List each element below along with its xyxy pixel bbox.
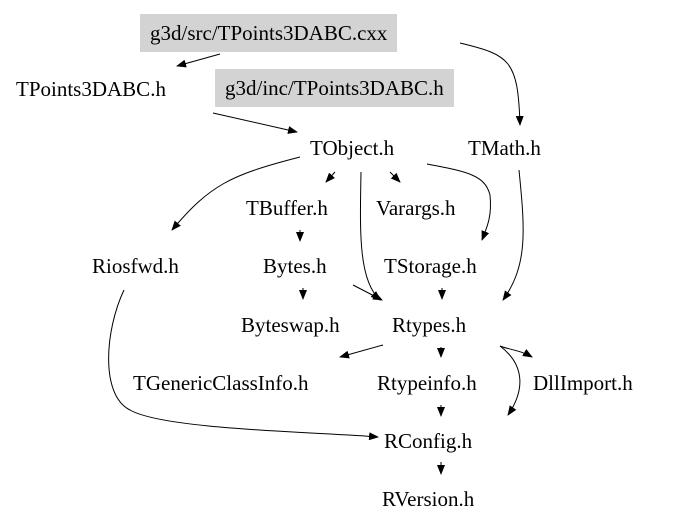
node-bytes-h[interactable]: Bytes.h [263,254,327,278]
node-tbuffer-h[interactable]: TBuffer.h [246,196,328,220]
node-tmath-h[interactable]: TMath.h [468,136,541,160]
edge-bytes-rtypes [352,284,383,301]
edge-riosfwd-rconfig [108,289,379,441]
node-rversion-h[interactable]: RVersion.h [382,487,475,511]
edge-src-tmath [459,42,524,126]
node-riosfwd-h[interactable]: Riosfwd.h [92,254,179,278]
node-tgenericclassinfo-h[interactable]: TGenericClassInfo.h [133,371,309,395]
node-byteswap-h[interactable]: Byteswap.h [241,313,340,337]
edge-rtypes-tgeneric [339,344,384,359]
edge-tobject-riosfwd [171,156,301,231]
edge-tobject-rtypes [359,171,381,301]
node-varargs-h[interactable]: Varargs.h [376,196,456,220]
node-rconfig-h[interactable]: RConfig.h [384,429,473,453]
node-tstorage-h[interactable]: TStorage.h [384,254,477,278]
edge-tobject-tbuffer [325,171,336,183]
node-rtypeinfo-h[interactable]: Rtypeinfo.h [377,371,477,395]
node-inc-tpoints3dabc-h[interactable]: g3d/inc/TPoints3DABC.h [215,69,454,107]
node-dllimport-h[interactable]: DllImport.h [533,371,633,395]
node-src-tpoints3dabc-cxx[interactable]: g3d/src/TPoints3DABC.cxx [140,14,398,52]
edge-inc-tobject [212,112,298,134]
node-rtypes-h[interactable]: Rtypes.h [392,313,467,337]
edge-tmath-rtypes [502,169,524,301]
edge-rtypes-rconfig [499,345,521,416]
edge-tobject-tstorage [426,163,491,241]
edge-tobject-varargs [389,171,401,183]
node-tpoints3dabc-h[interactable]: TPoints3DABC.h [16,77,166,101]
edge-src-tpointsh [176,53,221,68]
edge-rtypes-dllimport [499,345,533,358]
node-tobject-h[interactable]: TObject.h [310,136,395,160]
